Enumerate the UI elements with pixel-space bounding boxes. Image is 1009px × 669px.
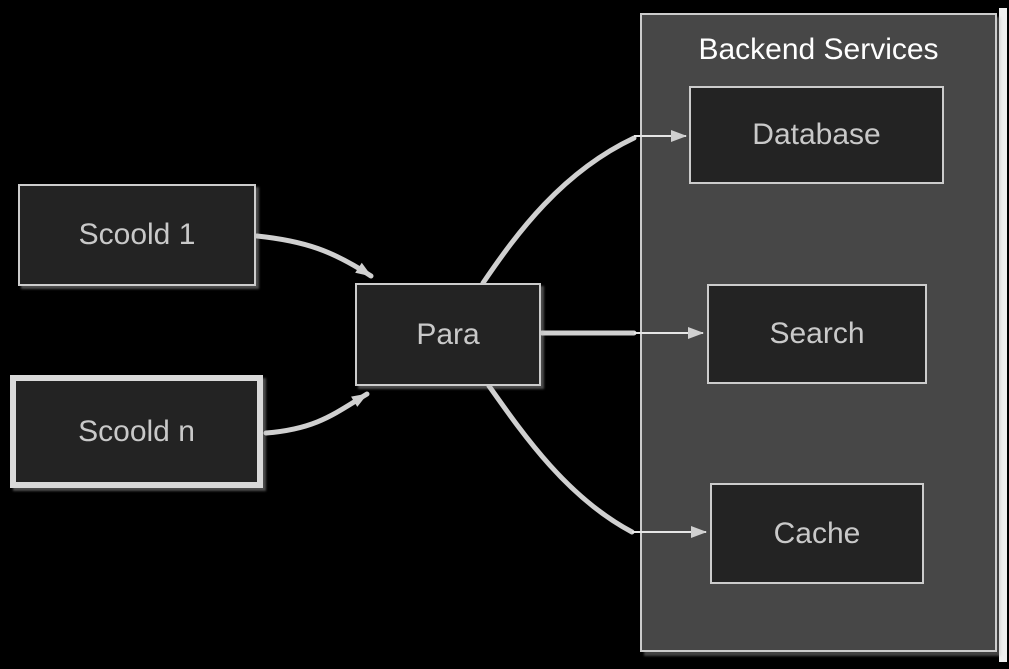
node-search-label: Search: [769, 317, 865, 350]
node-scoold-1: Scoold 1: [18, 184, 256, 286]
node-para: Para: [355, 283, 541, 386]
edge-para-cache-curve: [486, 383, 635, 535]
node-cache: Cache: [710, 483, 924, 584]
node-search: Search: [707, 284, 927, 384]
node-para-label: Para: [416, 317, 480, 351]
node-database-label: Database: [752, 118, 881, 151]
backend-services-group: Backend Services Database Search Cache: [640, 13, 997, 652]
edge-para-database-curve: [480, 135, 637, 286]
node-scoold-n-label: Scoold n: [78, 414, 195, 448]
edge-scooldn-para: [263, 391, 370, 436]
edge-scoold1-para: [254, 233, 374, 279]
node-cache-label: Cache: [773, 516, 861, 550]
group-title: Backend Services: [698, 33, 939, 66]
node-scoold-1-label: Scoold 1: [78, 218, 196, 251]
node-database: Database: [689, 86, 944, 184]
node-scoold-n: Scoold n: [10, 375, 263, 488]
page-edge-strip: [999, 8, 1007, 662]
